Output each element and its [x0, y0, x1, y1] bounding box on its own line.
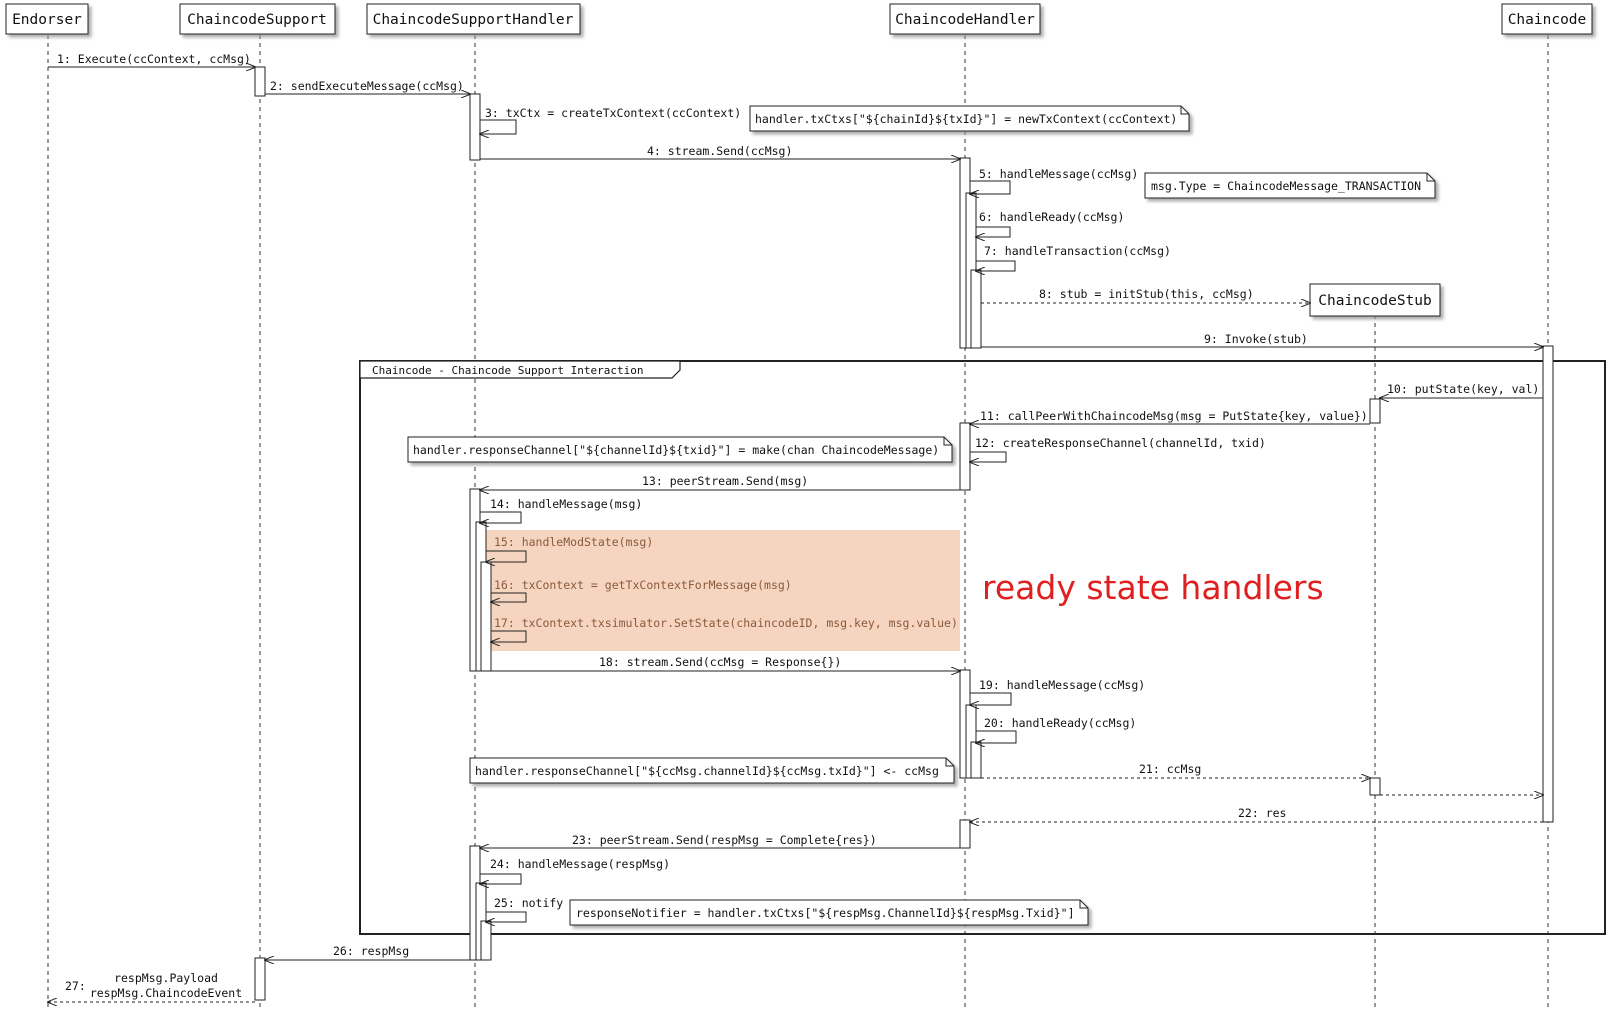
message-7: 7: handleTransaction(ccMsg) [984, 244, 1171, 258]
activation-bar [970, 269, 982, 349]
svg-text:ChaincodeHandler: ChaincodeHandler [895, 12, 1035, 28]
message-27-number: 27: [65, 979, 86, 993]
svg-text:Endorser: Endorser [12, 12, 82, 28]
activation-bar [254, 66, 266, 97]
message-12: 12: createResponseChannel(channelId, txi… [975, 436, 1266, 450]
activation-bar [970, 741, 982, 779]
message-27-line1: respMsg.Payload [114, 971, 218, 985]
message-10: 10: putState(key, val) [1387, 382, 1539, 396]
message-6: 6: handleReady(ccMsg) [979, 210, 1124, 224]
message-18: 18: stream.Send(ccMsg = Response{}) [599, 655, 841, 669]
note-2: msg.Type = ChaincodeMessage_TRANSACTION [1144, 172, 1436, 199]
activation-bar [1369, 398, 1381, 424]
participant-chaincode-stub: ChaincodeStub [1309, 283, 1441, 317]
message-arrows [48, 67, 1543, 1002]
svg-text:Chaincode: Chaincode [1508, 12, 1587, 28]
note-4: handler.responseChannel["${ccMsg.channel… [469, 757, 955, 784]
svg-text:handler.txCtxs["${chainId}${tx: handler.txCtxs["${chainId}${txId}"] = ne… [755, 112, 1177, 126]
arrow-24 [480, 873, 522, 884]
message-21: 21: ccMsg [1139, 762, 1201, 776]
note-3: handler.responseChannel["${channelId}${t… [407, 436, 953, 463]
arrow-20 [976, 730, 1017, 743]
message-labels: 1: Execute(ccContext, ccMsg) 2: sendExec… [57, 52, 1539, 1000]
note-5: responseNotifier = handler.txCtxs["${res… [569, 899, 1089, 926]
svg-text:responseNotifier = handler.txC: responseNotifier = handler.txCtxs["${res… [576, 906, 1075, 920]
svg-text:handler.responseChannel["${cha: handler.responseChannel["${channelId}${t… [413, 443, 939, 457]
arrow-19 [970, 692, 1012, 705]
message-14: 14: handleMessage(msg) [490, 497, 642, 511]
activation-bar [959, 819, 971, 849]
participant-chaincode-support-handler: ChaincodeSupportHandler [366, 3, 581, 35]
message-15: 15: handleModState(msg) [494, 535, 653, 549]
arrow-5 [970, 180, 1011, 194]
arrow-14 [480, 511, 522, 523]
message-20: 20: handleReady(ccMsg) [984, 716, 1136, 730]
message-16: 16: txContext = getTxContextForMessage(m… [494, 578, 792, 592]
svg-text:ChaincodeStub: ChaincodeStub [1318, 293, 1432, 309]
svg-text:ChaincodeSupport: ChaincodeSupport [187, 12, 327, 28]
participant-chaincode-support: ChaincodeSupport [179, 3, 336, 35]
arrow-17 [491, 630, 527, 642]
activation-bar [254, 957, 266, 1001]
message-8: 8: stub = initStub(this, ccMsg) [1039, 287, 1254, 301]
activation-bar [1369, 777, 1381, 796]
activation-bar [480, 561, 492, 672]
arrow-6 [976, 226, 1011, 237]
activation-bar [959, 422, 971, 491]
message-25: 25: notify [494, 896, 563, 910]
message-23: 23: peerStream.Send(respMsg = Complete{r… [572, 833, 877, 847]
activation-bar [469, 93, 481, 161]
message-4: 4: stream.Send(ccMsg) [647, 144, 792, 158]
message-2: 2: sendExecuteMessage(ccMsg) [270, 79, 464, 93]
message-9: 9: Invoke(stub) [1204, 332, 1308, 346]
interaction-frame: Chaincode - Chaincode Support Interactio… [359, 360, 1606, 935]
participant-chaincode-handler: ChaincodeHandler [889, 3, 1041, 35]
ready-state-handlers-label: ready state handlers [982, 568, 1324, 607]
activations [254, 66, 1554, 1001]
svg-text:ChaincodeSupportHandler: ChaincodeSupportHandler [373, 12, 574, 28]
svg-text:Chaincode - Chaincode Support: Chaincode - Chaincode Support Interactio… [372, 364, 644, 377]
message-19: 19: handleMessage(ccMsg) [979, 678, 1145, 692]
message-3: 3: txCtx = createTxContext(ccContext) [485, 106, 741, 120]
arrow-3 [480, 119, 517, 134]
message-17: 17: txContext.txsimulator.SetState(chain… [494, 616, 958, 630]
message-27-line2: respMsg.ChaincodeEvent [90, 986, 242, 1000]
arrow-25 [486, 911, 527, 922]
message-5: 5: handleMessage(ccMsg) [979, 167, 1138, 181]
message-24: 24: handleMessage(respMsg) [490, 857, 670, 871]
message-11: 11: callPeerWithChaincodeMsg(msg = PutSt… [980, 409, 1368, 423]
activation-bar [1542, 345, 1554, 823]
arrow-16 [491, 592, 527, 602]
arrow-15 [486, 550, 527, 562]
note-1: handler.txCtxs["${chainId}${txId}"] = ne… [749, 105, 1190, 132]
message-26: 26: respMsg [333, 944, 409, 958]
svg-text:msg.Type = ChaincodeMessage_TR: msg.Type = ChaincodeMessage_TRANSACTION [1151, 179, 1421, 193]
activation-bar [480, 920, 492, 961]
message-22: 22: res [1238, 806, 1286, 820]
arrow-7 [976, 260, 1016, 271]
ready-state-highlight [478, 530, 960, 651]
participant-chaincode: Chaincode [1501, 3, 1593, 35]
participant-endorser: Endorser [5, 3, 89, 35]
arrow-12 [970, 451, 1007, 462]
svg-text:handler.responseChannel["${ccM: handler.responseChannel["${ccMsg.channel… [475, 764, 939, 778]
message-1: 1: Execute(ccContext, ccMsg) [57, 52, 251, 66]
message-13: 13: peerStream.Send(msg) [642, 474, 808, 488]
